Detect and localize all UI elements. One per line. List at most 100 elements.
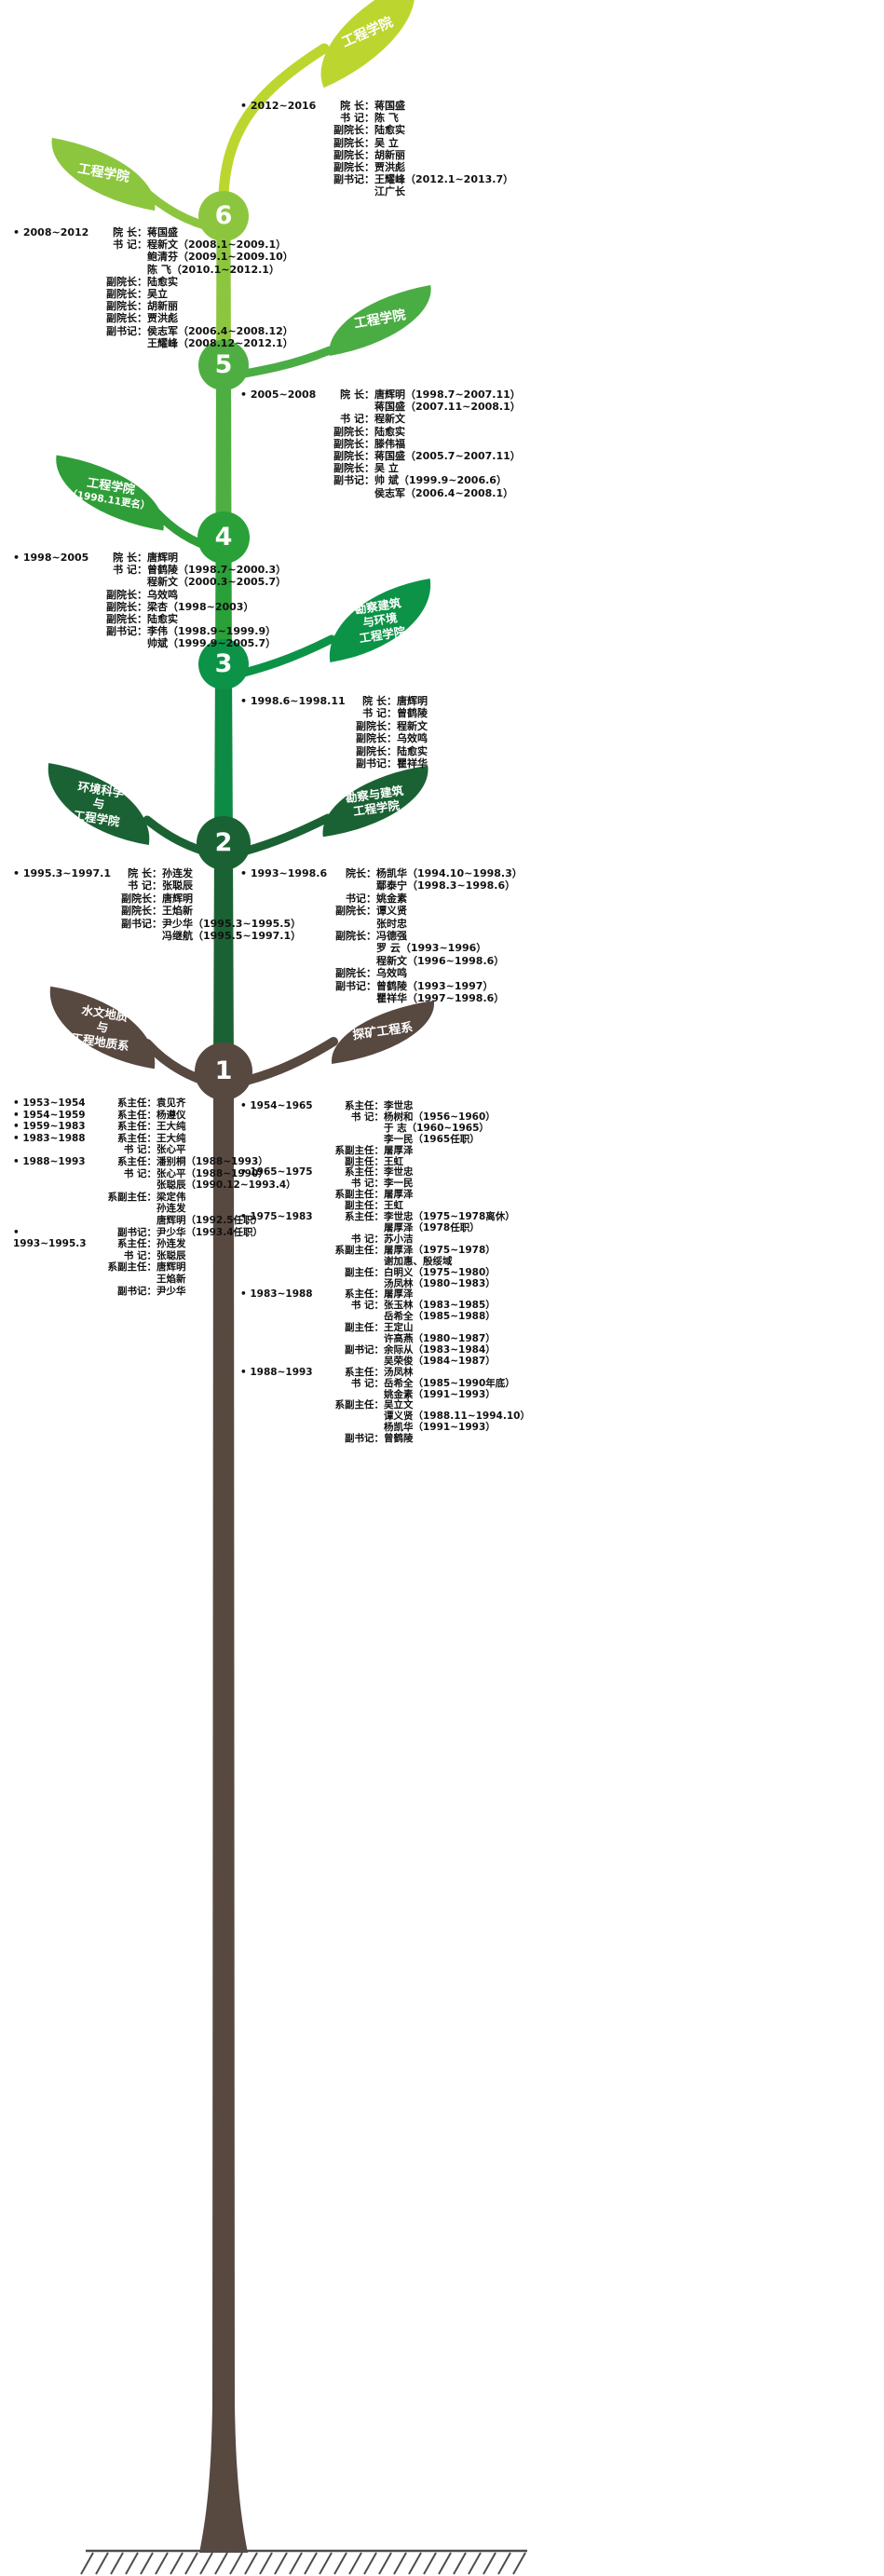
trunk-segment-4 — [215, 538, 232, 666]
entry-row: 副院长： 胡新丽 — [13, 300, 293, 312]
entry-role — [86, 1274, 156, 1286]
entry-role — [315, 487, 374, 499]
entry-name: 王焰新 — [162, 905, 193, 918]
entry-period — [13, 288, 88, 300]
entry-row: 书 记： 张心平（1988~1990） — [13, 1168, 296, 1180]
entry-role: 书 记： — [350, 1377, 384, 1389]
entry-role: 书 记： — [350, 1300, 384, 1312]
entry-period — [240, 1112, 313, 1124]
entry-name: 乌效鸣 — [397, 732, 428, 745]
entry-period — [13, 1144, 86, 1156]
stage-number-2: 2 — [214, 828, 233, 857]
entry-period — [13, 576, 88, 588]
entry-name: 陈 飞 — [374, 112, 399, 125]
entry-name: 江广长 — [374, 185, 405, 198]
entry-period — [13, 625, 88, 637]
entry-name: 蒋国盛（2007.11~2008.1） — [374, 401, 521, 414]
entry-row: 副院长： 乌效鸣 — [240, 967, 523, 979]
entry-row: 副院长： 吴 立 — [240, 462, 521, 474]
entry-name: 唐辉明 — [397, 695, 428, 707]
entry-period — [13, 879, 102, 892]
entry-role: 系副主任： — [107, 1261, 157, 1274]
entry-period — [240, 1334, 313, 1345]
entry-period — [240, 1257, 313, 1268]
entry-row: 书 记： 李一民 — [240, 1178, 530, 1190]
entry-role: 副院长： — [333, 462, 374, 475]
entry-role: 系副主任： — [334, 1399, 385, 1411]
entry-role: 副主任： — [345, 1200, 384, 1212]
entry-role: 副书记： — [121, 917, 162, 930]
entry-role — [313, 1124, 384, 1135]
entry-row: 书 记： 曾鹤陵 — [240, 707, 428, 719]
entry-name: 张心平（1988~1990） — [156, 1167, 268, 1179]
entry-role — [324, 918, 376, 930]
entry-role: 院 长： — [340, 100, 374, 112]
entry-name: 王大纯 — [156, 1121, 186, 1133]
entry-row: 副书记： 帅 斌（1999.9~2006.6） — [240, 474, 521, 486]
entry-name: 孙连发 — [156, 1238, 186, 1250]
entry-name: 岳希全（1985~1988） — [384, 1311, 496, 1323]
entry-row: 侯志军（2006.4~2008.1） — [240, 487, 521, 499]
entry-row: 副书记： 李伟（1998.9~1999.9） — [13, 625, 286, 637]
entry-name: 李世忠 — [384, 1100, 414, 1111]
node-circle-1 — [195, 1043, 252, 1100]
entry-name: 程新文 — [397, 719, 428, 732]
entry-period — [13, 564, 88, 576]
entry-name: 乌效鸣 — [376, 967, 407, 980]
stage-number-5: 5 — [214, 350, 233, 379]
entry-name: 杨遵仪 — [156, 1109, 186, 1121]
entry-row: 李一民（1965任职） — [240, 1133, 530, 1146]
entry-name: 李一民 — [384, 1178, 414, 1190]
entry-name: 吴 立 — [374, 136, 399, 149]
entry-row: 副院长： 冯德强 — [240, 930, 523, 942]
entry-row: 书 记： 苏小洁 — [240, 1233, 530, 1246]
entry-name: 尹少华（1995.3~1995.5） — [162, 917, 302, 930]
entry-row: • 1975~1983 系主任： 李世忠（1975~1978离休） — [240, 1211, 530, 1223]
entry-name: 谢加惠、殷绥域 — [384, 1255, 453, 1267]
entry-role: 副院长： — [335, 905, 376, 918]
entry-role — [88, 576, 147, 588]
entry-row: 副院长： 贾洪彪 — [13, 312, 293, 324]
entry-period — [13, 930, 102, 942]
entry-name: 帅 斌（1999.9~2006.6） — [374, 474, 507, 487]
entry-role: 书 记： — [340, 112, 374, 125]
entry-row: 书 记： 张聪辰 — [13, 1250, 296, 1262]
entry-row: 副院长： 陆愈实 — [240, 745, 428, 757]
entry-name: 吴 立 — [374, 462, 399, 475]
entry-name: 胡新丽 — [374, 148, 405, 161]
entry-name: 陆愈实 — [374, 124, 405, 137]
entry-role — [86, 1215, 156, 1227]
entry-period: • — [13, 1226, 20, 1238]
entry-period — [240, 942, 324, 954]
entry-row: 杨凯华（1991~1993） — [240, 1422, 530, 1434]
entry-name: 曾鹤陵 — [397, 707, 428, 720]
entry-row: 副书记： 尹少华（1995.3~1995.5） — [13, 918, 301, 930]
entry-period — [240, 967, 324, 979]
entry-row: • 2005~2008 院 长： 唐辉明（1998.7~2007.11） — [240, 388, 521, 401]
entry-role: 系主任： — [345, 1166, 384, 1179]
entry-row: 副书记： 瞿祥华 — [240, 757, 428, 770]
entry-name: 尹少华 — [156, 1285, 186, 1297]
entry-name: 王虹 — [384, 1200, 403, 1212]
entry-period — [240, 1223, 313, 1234]
entry-name: 屠厚泽 — [384, 1189, 414, 1201]
entry-period — [240, 1400, 313, 1411]
entry-name: 王大纯 — [156, 1132, 186, 1144]
entry-row: 副主任： 王虹 — [240, 1200, 530, 1212]
entry-name: 李一民（1965任职） — [384, 1133, 480, 1145]
entry-row: 鄢泰宁（1998.3~1998.6） — [240, 879, 523, 892]
entry-row: 副院长： 乌效鸣 — [240, 732, 428, 744]
entry-row: • 1953~1954 系主任： 袁见齐 — [13, 1097, 296, 1110]
entry-period — [240, 1345, 313, 1356]
entry-name: 苏小洁 — [384, 1233, 414, 1245]
entry-role — [88, 337, 147, 349]
entry-row: 谢加惠、殷绥域 — [240, 1255, 530, 1268]
entry-period — [240, 1390, 313, 1401]
entry-name: 蒋国盛（2005.7~2007.11） — [374, 450, 521, 463]
entry-role: 系主任： — [117, 1097, 156, 1109]
node-circle-3 — [198, 639, 249, 689]
entry-row: 书 记： 杨树和（1956~1960） — [240, 1111, 530, 1124]
entry-row: 书 记： 陈 飞 — [240, 112, 513, 124]
entry-period — [240, 1246, 313, 1257]
entry-period: • 1995.3~1997.1 — [13, 867, 111, 879]
